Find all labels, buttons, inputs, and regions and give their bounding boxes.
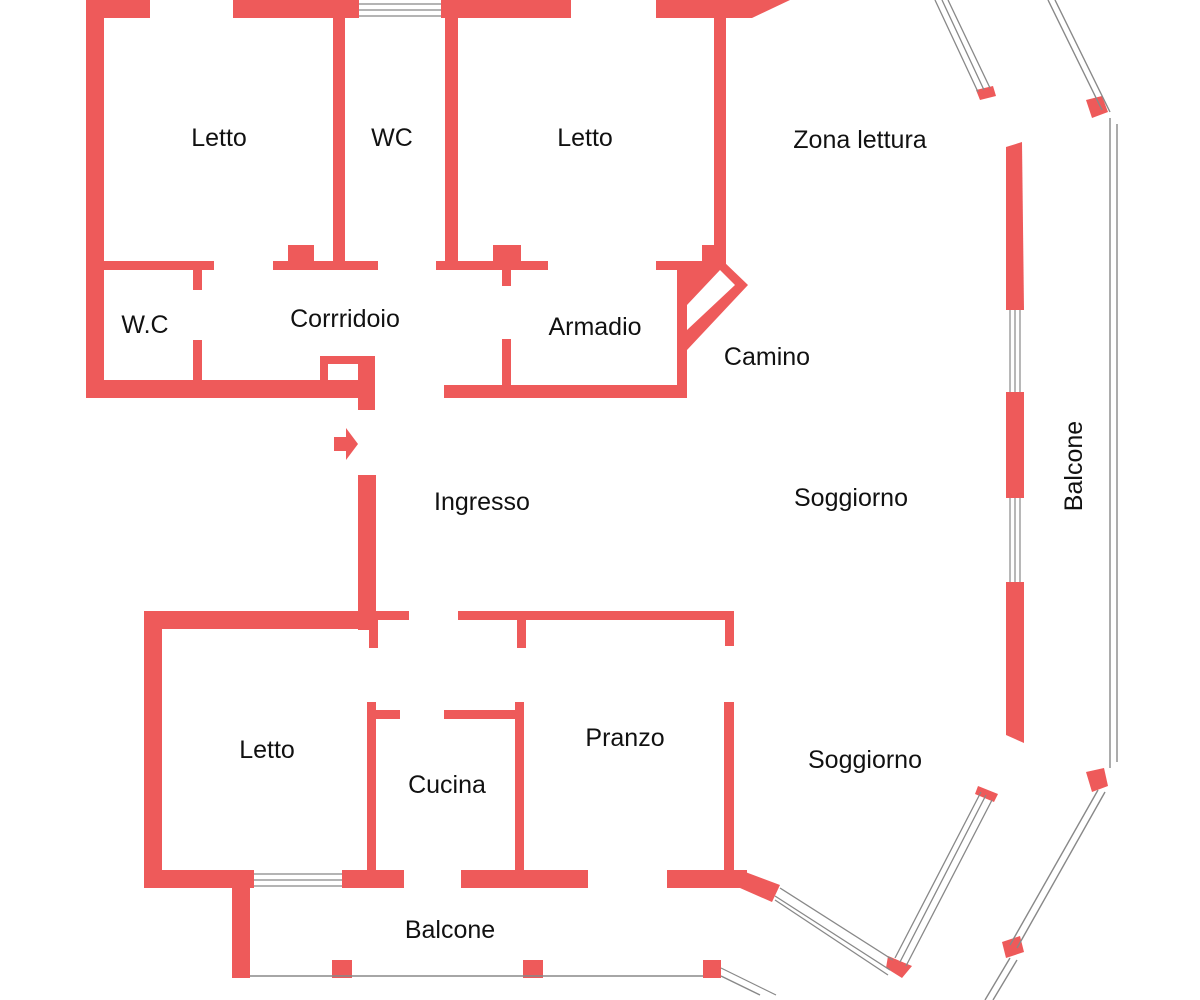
ne-window	[947, 0, 991, 89]
south-bottom-wall	[461, 870, 588, 888]
south-block-top-wall	[458, 611, 734, 620]
balcone-east-railing	[992, 959, 1018, 1000]
ne-window	[934, 0, 979, 93]
wc-wall-left	[333, 18, 345, 266]
soggiorno-window-se	[905, 799, 993, 967]
balcone-south-wall	[232, 870, 250, 978]
room-label-pranzo: Pranzo	[585, 724, 664, 752]
south-bottom-wall	[342, 870, 404, 888]
balcone-south-railing	[720, 975, 761, 996]
partition-wall	[656, 261, 726, 270]
balcone-east-railing	[1047, 0, 1103, 111]
balcone-east-railing	[1009, 789, 1099, 946]
soggiorno-window-sw	[774, 899, 889, 976]
room-label-zona-lettura: Zona lettura	[793, 126, 927, 154]
partition-wall	[273, 261, 378, 270]
room-label-letto-nw: Letto	[191, 124, 247, 152]
room-label-balcone-east: Balcone	[1060, 421, 1088, 511]
south-block-top-wall	[144, 611, 376, 629]
room-label-cucina: Cucina	[408, 771, 486, 799]
left-outer-wall	[86, 0, 104, 398]
room-label-corridoio: Corrridoio	[290, 305, 400, 333]
windows	[250, 0, 1118, 1000]
room-label-camino: Camino	[724, 343, 810, 371]
room-label-armadio: Armadio	[548, 313, 641, 341]
room-label-letto-ne: Letto	[557, 124, 613, 152]
room-label-ingresso: Ingresso	[434, 488, 530, 516]
armadio-wall-right	[677, 262, 687, 398]
wc-small-wall	[193, 270, 202, 290]
north-block-bottom-wall	[86, 380, 358, 398]
room-label-soggiorno-lower: Soggiorno	[808, 746, 922, 774]
top-wall	[233, 0, 359, 18]
balcone-east-railing	[984, 957, 1011, 1000]
column-wall	[320, 356, 375, 364]
walls	[86, 0, 1108, 978]
south-block-stub	[517, 620, 526, 648]
window-post	[975, 786, 998, 802]
soggiorno-window-se	[899, 794, 987, 963]
east-wall	[1006, 392, 1024, 498]
room-label-wc-small: W.C	[121, 311, 168, 339]
room-label-balcone-south: Balcone	[405, 916, 495, 944]
armadio-wall	[502, 270, 511, 286]
partition-stub	[288, 245, 314, 262]
east-wall	[1006, 142, 1024, 310]
south-block-left-wall	[144, 611, 162, 886]
south-block-stub	[369, 620, 378, 648]
ne-window	[941, 0, 985, 91]
camino-wall	[687, 260, 748, 350]
partition-stub	[493, 245, 521, 262]
soggiorno-window-sw	[774, 895, 891, 971]
room-label-letto-sw: Letto	[239, 736, 295, 764]
partition-wall	[104, 261, 214, 270]
cucina-wall-right	[515, 702, 524, 886]
balcone-south-railing	[720, 967, 777, 996]
top-wall	[656, 0, 746, 18]
armadio-wall	[502, 339, 511, 385]
top-wall	[441, 0, 571, 18]
balcone-east-railing	[1016, 791, 1106, 949]
balcone-post	[1086, 96, 1108, 118]
south-bottom-wall	[144, 870, 254, 888]
letto-ne-wall-right	[714, 18, 726, 266]
balcone-post	[523, 960, 543, 978]
soggiorno-window-sw	[779, 887, 894, 961]
wc-wall-right	[445, 18, 458, 266]
soggiorno-window-se	[894, 791, 982, 959]
top-wall-angle	[740, 0, 790, 18]
window-post	[886, 956, 912, 978]
south-bottom-wall-angle	[740, 870, 780, 902]
column-wall	[320, 356, 328, 384]
room-label-wc: WC	[371, 124, 413, 152]
balcone-post	[1086, 768, 1108, 792]
north-block-bottom-wall	[444, 385, 686, 398]
wc-small-wall	[193, 340, 202, 380]
cucina-wall-top	[444, 710, 522, 719]
south-bottom-wall	[667, 870, 747, 888]
partition-wall	[436, 261, 548, 270]
window-post	[976, 86, 996, 100]
entrance-arrow-icon	[334, 428, 358, 460]
room-label-soggiorno-upper: Soggiorno	[794, 484, 908, 512]
partition-stub	[702, 245, 724, 262]
balcone-post	[1002, 936, 1024, 958]
south-block-stub	[725, 620, 734, 646]
entrance-wall	[358, 475, 376, 630]
balcone-east-railing	[1054, 0, 1111, 113]
south-block-top-wall	[369, 611, 409, 620]
east-wall	[1006, 582, 1024, 743]
balcone-post	[332, 960, 352, 978]
cucina-wall-top	[376, 710, 400, 719]
entrance-jamb	[358, 356, 375, 410]
pranzo-wall-right	[724, 702, 734, 886]
balcone-post	[703, 960, 721, 978]
cucina-wall-left	[367, 702, 376, 886]
